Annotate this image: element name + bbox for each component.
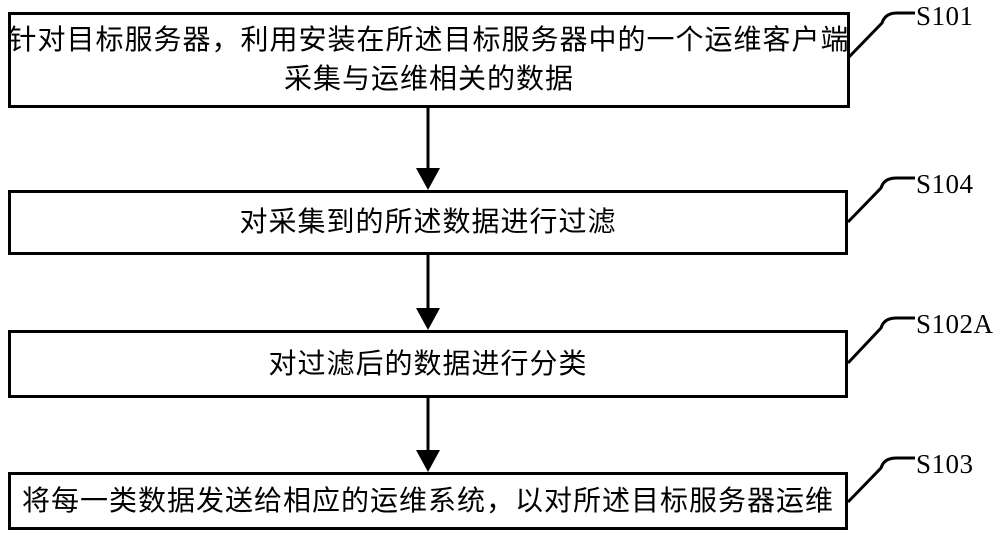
step-box-s101: 针对目标服务器，利用安装在所述目标服务器中的一个运维客户端 采集与运维相关的数据 (8, 12, 850, 108)
step-text-line: 将每一类数据发送给相应的运维系统，以对所述目标服务器运维 (21, 485, 834, 517)
step-label-s102a: S102A (916, 309, 994, 339)
step-text-line: 采集与运维相关的数据 (283, 64, 574, 95)
leader-line-s101 (847, 11, 915, 59)
step-box-s102a: 对过滤后的数据进行分类 (8, 330, 848, 398)
leader-line-s104 (846, 176, 915, 224)
flow-arrow-2 (416, 255, 440, 330)
step-text-line: 对过滤后的数据进行分类 (268, 348, 588, 380)
step-label-s104: S104 (916, 169, 974, 199)
flow-arrow-head (416, 308, 440, 330)
flow-arrow-3 (416, 398, 440, 472)
leader-line-s102a (846, 316, 915, 365)
step-box-s104: 对采集到的所述数据进行过滤 (8, 190, 848, 255)
step-label-s101: S101 (916, 1, 974, 31)
step-box-s103: 将每一类数据发送给相应的运维系统，以对所述目标服务器运维 (8, 472, 848, 530)
step-text-line: 针对目标服务器，利用安装在所述目标服务器中的一个运维客户端 (8, 25, 850, 56)
leader-line-s103 (846, 456, 915, 504)
step-label-s103: S103 (916, 449, 974, 479)
flow-arrow-head (416, 450, 440, 472)
step-text-line: 对采集到的所述数据进行过滤 (239, 207, 617, 238)
flow-arrow-1 (416, 108, 440, 190)
flow-arrow-head (416, 168, 440, 190)
